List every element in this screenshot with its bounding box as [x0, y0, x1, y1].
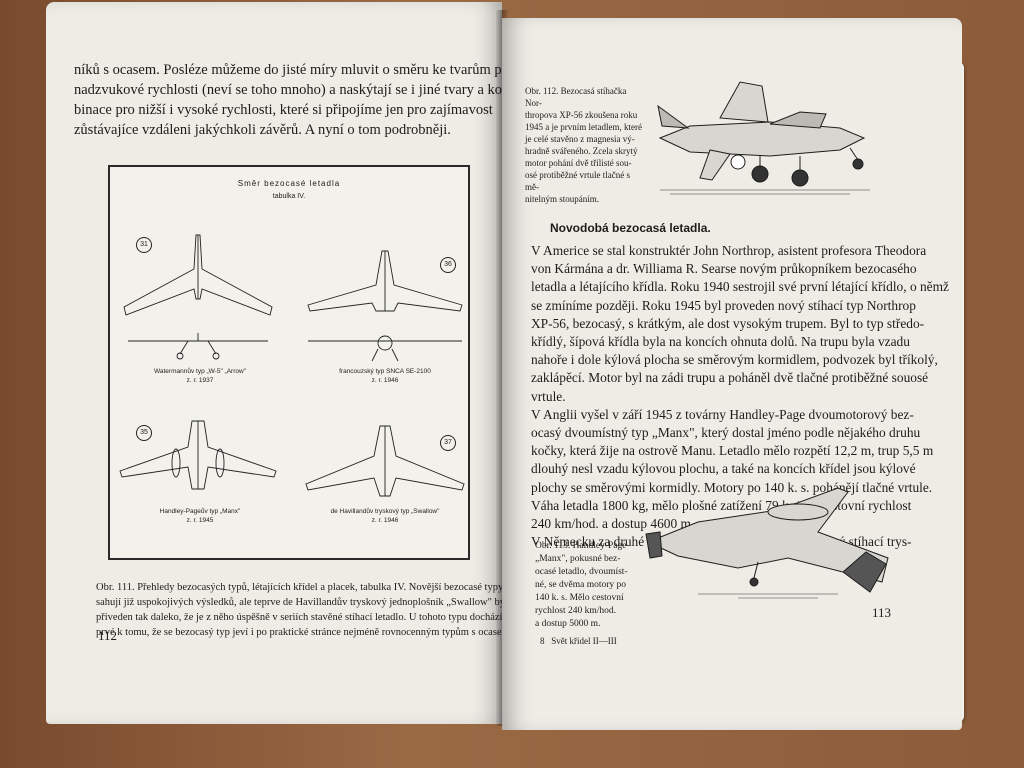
text-line: XP-56, bezocasý, s krátkým, ale dost vys…	[531, 315, 925, 331]
figure-title: Směr bezocasé letadla	[237, 179, 341, 188]
figure-113-caption: Obr. 113. Handley-Page „Manx", pokusné b…	[535, 540, 655, 631]
text-line: nadzvukové rychlosti (neví se toho mnoho…	[74, 82, 519, 98]
text-line: 240 km/hod. a dostup 4600 m.	[531, 516, 695, 532]
text-line: se zmíníme později. Roku 1945 byl proved…	[531, 297, 916, 313]
handley-page-manx-drawing	[119, 420, 277, 490]
page-number-left: 112	[98, 628, 118, 643]
section-heading: Novodobá bezocasá letadla.	[550, 221, 711, 235]
text-line: ocasý dvoumístný typ „Manx", který dosta…	[531, 425, 921, 441]
plane-caption-year: z. r. 1945	[186, 517, 214, 524]
text-line: letadla a létajícího křídla. Roku 1940 s…	[531, 279, 949, 295]
caption-line: motor pohání dvě třílisté sou-	[525, 158, 632, 168]
text-line: zůstávajíce vzdáleni jakýchkoli závěrů. …	[74, 122, 451, 138]
caption-line: né, se dvěma motory po	[535, 580, 627, 590]
plane-number-badge: 31	[136, 237, 152, 253]
caption-line: „Manx", pokusné bez-	[535, 554, 621, 564]
caption-line: rychlost 240 km/hod.	[535, 606, 617, 616]
text-line: zaklápěcí. Motor byl na zádi trupu a poh…	[531, 370, 929, 386]
text-line: kočky, která žije na ostrově Manu. Letad…	[531, 443, 934, 459]
text-line: binace pro nižší i vysoké rychlosti, kte…	[74, 102, 493, 118]
plane-number-badge: 36	[440, 257, 456, 273]
caption-line: sahují již uspokojivých výsledků, ale te…	[96, 597, 508, 608]
caption-line: 140 k. s. Mělo cestovní	[535, 593, 624, 603]
plane-number-badge: 37	[440, 435, 456, 451]
waterman-arrow-drawing	[123, 234, 273, 360]
caption-line: nitelným stoupáním.	[525, 194, 599, 204]
text-line: dlouhý nesl vzadu kýlovou plochu, a také…	[531, 461, 916, 477]
caption-line: thropova XP-56 zkoušena roku	[525, 110, 638, 120]
caption-line: hradně svářeného. Zcela skrytý	[525, 146, 638, 156]
plane-caption-year: z. r. 1946	[371, 377, 399, 384]
text-line: nahoře i dole kýlová plocha se směrovým …	[531, 352, 938, 368]
text-line: V Americe se stal konstruktér John North…	[531, 243, 927, 258]
figure-112-caption: Obr. 112. Bezocasá stíhačka Nor- thropov…	[525, 85, 645, 205]
handley-page-manx-illustration	[645, 487, 889, 599]
text-line: V Anglii vyšel v září 1945 z továrny Han…	[531, 406, 914, 422]
northrop-xp56-illustration	[657, 81, 870, 195]
caption-line: je celé stavěno z magnesia vý-	[525, 134, 635, 144]
figure-111-caption: Obr. 111. Přehledy bezocasých typů, léta…	[96, 580, 520, 640]
caption-line: Obr. 113. Handley-Page	[535, 541, 627, 551]
caption-line: 1945 a je prvním letadlem, které	[525, 122, 642, 132]
left-body-text: níků s ocasem. Posléze můžeme do jisté m…	[74, 60, 519, 140]
caption-line: přiveden tak daleko, že je z něho úspěšn…	[96, 612, 516, 623]
page-footer: 8 Svět křídel II—III	[540, 636, 617, 646]
text-line: níků s ocasem. Posléze můžeme do jisté m…	[74, 62, 514, 78]
caption-line: Obr. 112. Bezocasá stíhačka Nor-	[525, 86, 627, 108]
dh-swallow-drawing	[305, 425, 465, 497]
right-body-text: V Americe se stal konstruktér John North…	[531, 242, 949, 551]
text-line: vrtule.	[531, 388, 566, 404]
caption-line: osé protiběžné vrtule tlačné s mě-	[525, 170, 630, 192]
figure-111-table: Směr bezocasé letadla tabulka IV. 31 Wat…	[108, 165, 470, 560]
snca-se2100-drawing	[307, 250, 463, 362]
caption-line: a dostup 5000 m.	[535, 619, 601, 629]
plane-caption-year: z. r. 1937	[186, 377, 214, 384]
plane-caption-name: Handley-Pageův typ „Manx"	[159, 508, 241, 515]
plane-caption-name: de Havillandův tryskový typ „Swallow"	[330, 508, 440, 515]
plane-caption-name: Watermannův typ „W-5" „Arrow"	[153, 368, 247, 375]
page-number-right: 113	[872, 605, 892, 620]
text-line: křídlý, šípová křídla byla na koncích oh…	[531, 334, 910, 350]
caption-line: prvé k tomu, že se bezocasý typ jeví i p…	[96, 627, 513, 638]
caption-line: Obr. 111. Přehledy bezocasých typů, léta…	[96, 582, 520, 593]
figure-subtitle: tabulka IV.	[272, 193, 306, 200]
plane-number-badge: 35	[136, 425, 152, 441]
text-line: von Kármána a dr. Williama R. Searse nov…	[531, 261, 917, 277]
caption-line: ocasé letadlo, dvoumíst-	[535, 567, 628, 577]
plane-caption-year: z. r. 1946	[371, 517, 399, 524]
plane-caption-name: francouzský typ SNCA SE-2100	[339, 368, 431, 375]
